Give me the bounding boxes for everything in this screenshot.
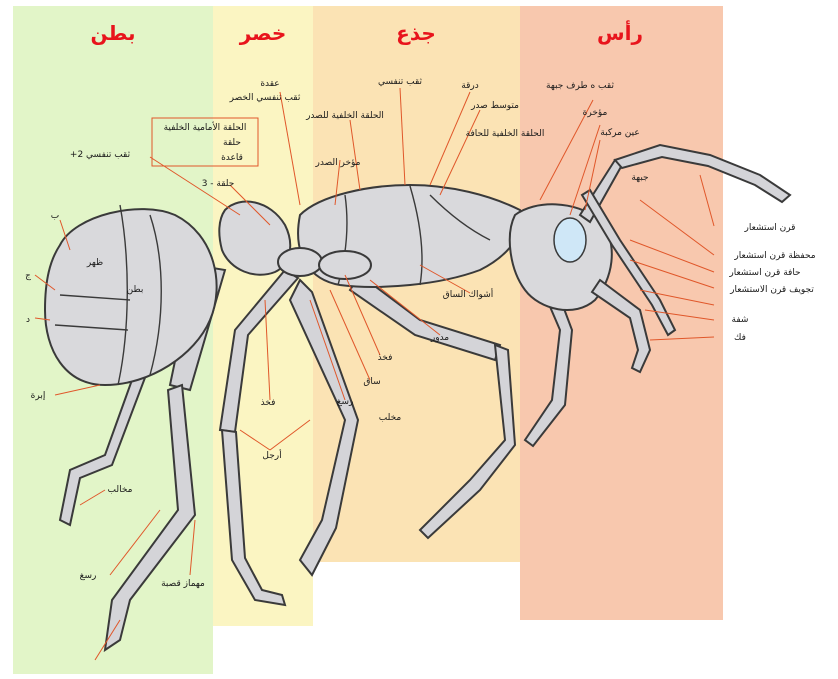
compound-eye (554, 218, 586, 262)
label-segment-c: د (26, 315, 30, 325)
label-mesonotum: مؤخر الصدر (315, 158, 361, 168)
label-frontal-carina: حافة قرن استشعار (728, 268, 800, 278)
label-claw: مخلب (379, 413, 402, 423)
label-funiculus: تجويف قرن الاستشعار (729, 285, 814, 295)
label-antenna-socket: محفظة قرن استشعار (733, 251, 815, 261)
label-gaster-spiracle: حلقة - 3 (202, 179, 235, 189)
label-boxed-1: حلقة (223, 138, 241, 148)
head-title: رأس (597, 19, 643, 45)
label-propodeum: الحلقة الخلفية للحافة (466, 129, 545, 139)
label-petiole-node: عقدة (260, 79, 279, 89)
label-segment-b: ج (25, 271, 31, 281)
label-boxed-2: قاعدة (221, 153, 243, 163)
label-labrum: شفة (732, 315, 749, 325)
abdomen-title: بطن (91, 21, 136, 45)
label-claws: مخالب (108, 485, 133, 495)
label-tergite: ظهر (86, 258, 103, 268)
label-tarsus: رسغ (337, 397, 354, 407)
label-tibia: ساق (363, 377, 380, 387)
coxa-mid (319, 251, 371, 279)
label-ocelli: ثقب ه طرف جبهة (546, 81, 614, 91)
label-femur: فخذ (378, 353, 393, 363)
label-legs: أرجل (262, 449, 281, 461)
label-pronotum: درقة (461, 81, 478, 91)
label-tarsus-abdomen: رسغ (80, 571, 97, 581)
label-gaster: ثقب تنفسي 2+ (70, 150, 131, 160)
label-trochanter: مدور (430, 333, 449, 343)
label-tibial-spur: مهماز قصبة (161, 579, 205, 589)
label-mandible: فك (734, 333, 746, 343)
label-occipital: مؤخرة (583, 108, 608, 118)
label-sting: إبرة (31, 391, 46, 401)
label-cheek: عين مركبة (600, 128, 639, 138)
petiole-title: خصر (239, 21, 287, 45)
label-antenna: قرن استشعار (744, 223, 796, 233)
label-metathorax: الحلقة الخلفية للصدر (305, 111, 384, 121)
label-coxae: فخذ (261, 398, 276, 408)
label-clypeus: جبهة (631, 173, 648, 183)
thorax-title: جذع (396, 21, 436, 45)
label-boxed-title: الحلقة الأمامية الخلفية (164, 121, 247, 133)
coxa-hind (278, 248, 322, 276)
label-sternite: بطن (127, 285, 144, 295)
label-mesothorax: متوسط صدر (470, 101, 519, 111)
label-spiracle: ثقب تنفسي (378, 77, 423, 87)
label-segment-a: ب (51, 211, 59, 221)
label-coxa: أشواك الساق (443, 288, 493, 300)
label-petiole-spiracle: ثقب تنفسي الخصر (229, 93, 301, 103)
